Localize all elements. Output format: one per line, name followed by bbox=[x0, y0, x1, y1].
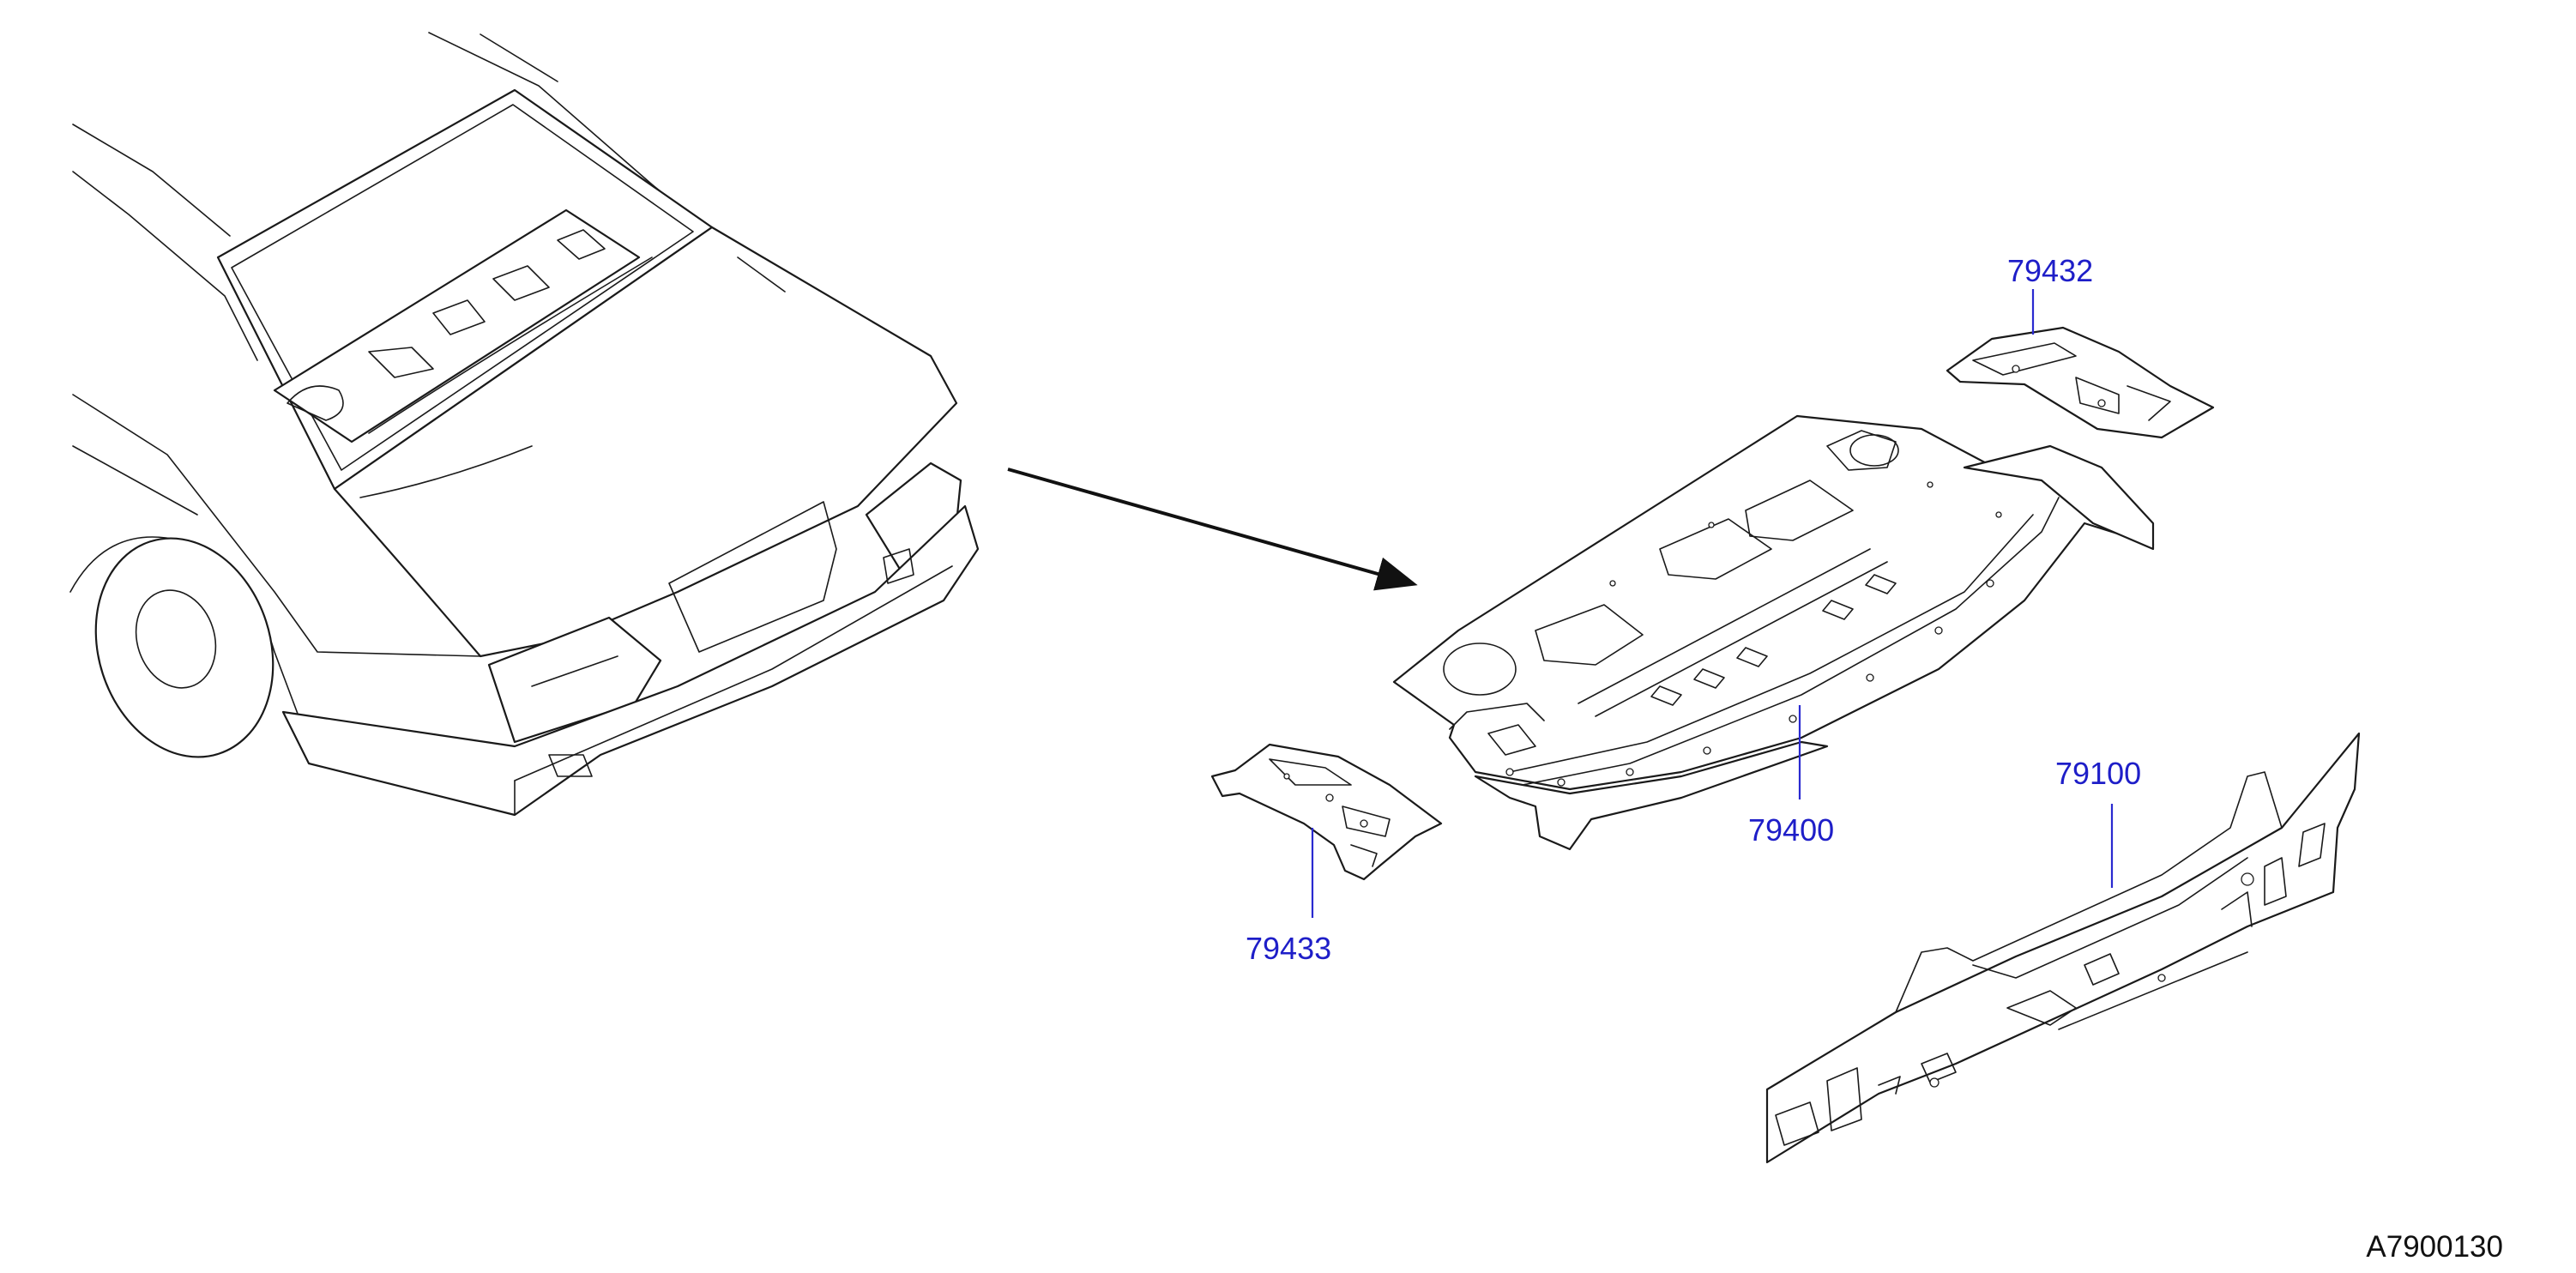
vehicle-rear-view bbox=[69, 32, 980, 817]
part-79432-bracket bbox=[1946, 326, 2215, 439]
callout-79100: 79100 bbox=[2055, 756, 2141, 791]
part-79100-rear-panel bbox=[1765, 732, 2361, 1164]
callout-79433: 79433 bbox=[1246, 931, 1331, 966]
direction-arrow bbox=[1007, 468, 1418, 591]
part-79400-parcel-shelf bbox=[1392, 414, 2155, 851]
callout-79432: 79432 bbox=[2007, 253, 2093, 288]
part-79433-bracket bbox=[1210, 743, 1443, 881]
callout-79400: 79400 bbox=[1748, 812, 1834, 848]
diagram-reference-code: A7900130 bbox=[2366, 1230, 2503, 1264]
